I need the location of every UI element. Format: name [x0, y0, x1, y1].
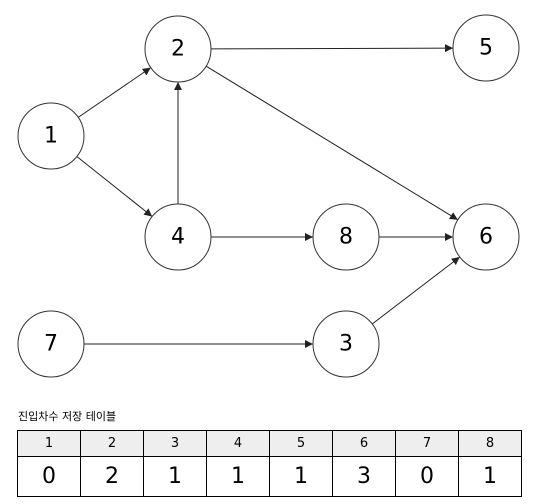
node-circle: [312, 310, 380, 378]
node-label: 8: [339, 225, 353, 250]
node-circle: [144, 203, 212, 271]
edge-1-to-2: [77, 67, 152, 118]
node-label: 1: [44, 124, 58, 149]
indegree-table: 1 2 3 4 5 6 7 8 0 2 1 1 1 3 0 1: [17, 430, 522, 497]
value-cell: 3: [332, 456, 396, 497]
node-5: 5: [452, 14, 520, 82]
header-cell: 7: [395, 430, 459, 457]
value-cell: 1: [458, 456, 522, 497]
value-cell: 1: [206, 456, 270, 497]
value-cell: 1: [143, 456, 207, 497]
edge-3-to-6: [371, 256, 461, 325]
graph-diagram: 1 2 5 4 8 6 7 3: [17, 14, 520, 378]
node-label: 7: [44, 332, 58, 357]
table-caption: 진입차수 저장 테이블: [18, 410, 117, 423]
node-circle: [144, 15, 212, 83]
node-1: 1: [17, 102, 85, 170]
value-cell: 0: [17, 456, 81, 497]
edges-layer: [76, 44, 461, 348]
node-label: 2: [171, 37, 185, 62]
value-cell: 1: [269, 456, 333, 497]
nodes-layer: 1 2 5 4 8 6 7 3: [17, 14, 520, 378]
edge-2-to-5: [210, 44, 454, 53]
header-cell: 6: [332, 430, 396, 457]
node-4: 4: [144, 203, 212, 271]
table-header-row: 1 2 3 4 5 6 7 8: [17, 430, 522, 457]
node-circle: [312, 203, 380, 271]
edge-1-to-4: [76, 156, 153, 217]
node-label: 4: [171, 225, 185, 250]
header-cell: 2: [80, 430, 144, 457]
node-label: 5: [479, 36, 493, 61]
edge-2-to-6: [205, 65, 459, 221]
node-2: 2: [144, 15, 212, 83]
header-cell: 5: [269, 430, 333, 457]
header-cell: 3: [143, 430, 207, 457]
node-8: 8: [312, 203, 380, 271]
node-label: 6: [479, 225, 493, 250]
node-3: 3: [312, 310, 380, 378]
node-circle: [452, 203, 520, 271]
node-circle: [17, 102, 85, 170]
node-6: 6: [452, 203, 520, 271]
node-7: 7: [17, 310, 85, 378]
header-cell: 1: [17, 430, 81, 457]
header-cell: 4: [206, 430, 270, 457]
node-label: 3: [339, 332, 353, 357]
table-value-row: 0 2 1 1 1 3 0 1: [17, 456, 522, 497]
value-cell: 0: [395, 456, 459, 497]
node-circle: [17, 310, 85, 378]
value-cell: 2: [80, 456, 144, 497]
header-cell: 8: [458, 430, 522, 457]
node-circle: [452, 14, 520, 82]
